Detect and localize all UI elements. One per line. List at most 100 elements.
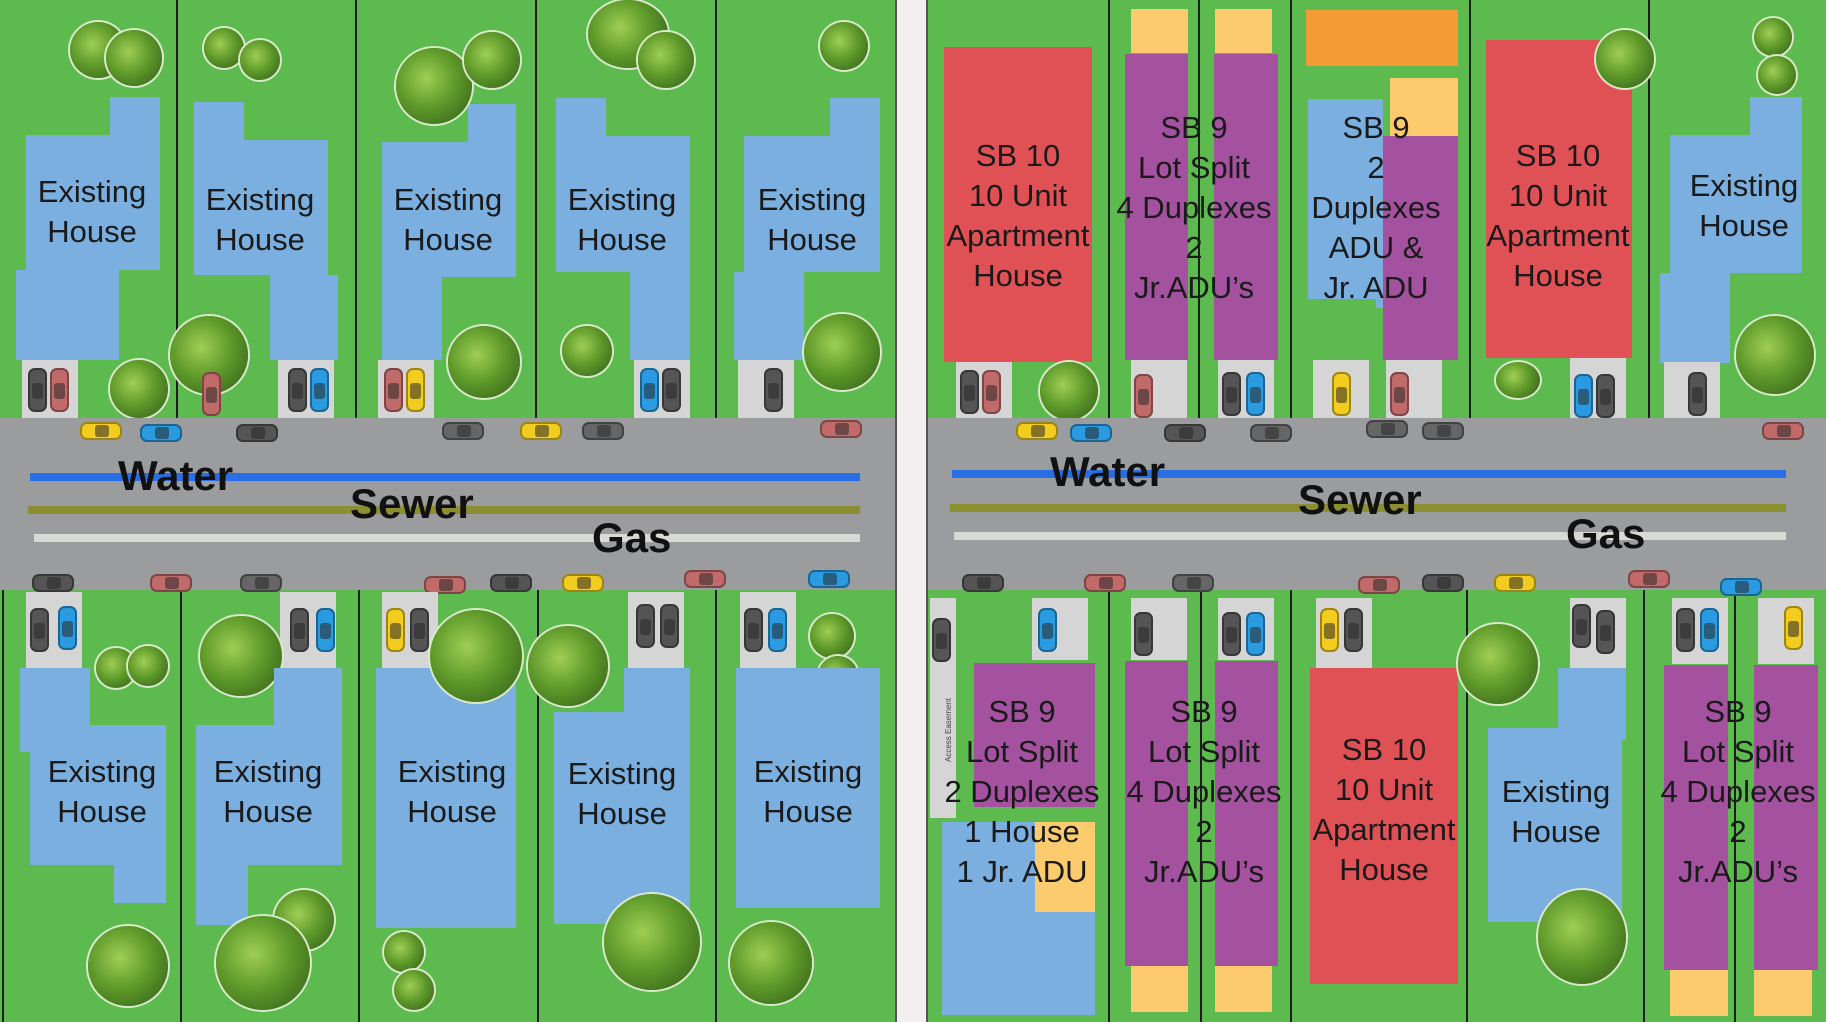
house-shape: [196, 725, 342, 865]
car-icon: [28, 368, 47, 412]
car-icon: [1784, 606, 1803, 650]
adu-shape: [1035, 822, 1095, 912]
tree-icon: [430, 610, 522, 702]
car-icon: [520, 422, 562, 440]
house-shape: [468, 104, 516, 144]
tree-icon: [528, 626, 608, 706]
house-shape: [556, 136, 690, 272]
car-icon: [1084, 574, 1126, 592]
house-shape: [736, 668, 880, 908]
tree-icon: [396, 48, 472, 124]
house-shape: [1660, 273, 1730, 363]
car-icon: [290, 608, 309, 652]
house-shape: [194, 102, 244, 142]
apartment-shape: [944, 47, 1092, 362]
tree-icon: [110, 360, 168, 418]
car-icon: [1574, 374, 1593, 418]
gas-label: Gas: [1566, 510, 1646, 557]
car-icon: [30, 608, 49, 652]
car-icon: [1250, 424, 1292, 442]
gas-label: Gas: [592, 514, 672, 561]
adu-shape: [1670, 970, 1728, 1016]
lot-line: [1734, 590, 1736, 1022]
lot-line: [358, 590, 360, 1022]
car-icon: [1332, 372, 1351, 416]
car-icon: [1688, 372, 1707, 416]
car-icon: [410, 608, 429, 652]
car-icon: [1358, 576, 1400, 594]
car-icon: [1762, 422, 1804, 440]
car-icon: [1494, 574, 1536, 592]
tree-icon: [1496, 362, 1540, 398]
lot-line: [1290, 590, 1292, 1022]
car-icon: [764, 368, 783, 412]
car-icon: [386, 608, 405, 652]
car-icon: [962, 574, 1004, 592]
car-icon: [1422, 422, 1464, 440]
car-icon: [236, 424, 278, 442]
lot-line: [1200, 590, 1202, 1022]
car-icon: [1038, 608, 1057, 652]
car-icon: [932, 618, 951, 662]
house-shape: [1750, 97, 1802, 137]
water-line: [30, 473, 860, 481]
car-icon: [424, 576, 466, 594]
house-shape: [196, 865, 248, 925]
car-icon: [1246, 372, 1265, 416]
car-icon: [384, 368, 403, 412]
house-shape: [376, 668, 516, 928]
car-icon: [1134, 374, 1153, 418]
car-icon: [1344, 608, 1363, 652]
house-shape: [744, 136, 880, 272]
lot-line: [1469, 0, 1471, 418]
lot-line: [535, 0, 537, 418]
water-label: Water: [118, 452, 234, 499]
tree-icon: [810, 614, 854, 658]
tree-icon: [1040, 362, 1098, 420]
car-icon: [1222, 612, 1241, 656]
house-shape: [830, 98, 880, 138]
car-icon: [140, 424, 182, 442]
car-icon: [640, 368, 659, 412]
car-icon: [310, 368, 329, 412]
lot-line: [355, 0, 357, 418]
tree-icon: [204, 28, 244, 68]
house-shape: [270, 275, 338, 360]
duplex-shape: [1215, 661, 1278, 966]
tree-icon: [604, 894, 700, 990]
car-icon: [1720, 578, 1762, 596]
car-icon: [1676, 608, 1695, 652]
car-icon: [406, 368, 425, 412]
car-icon: [636, 604, 655, 648]
house-shape: [734, 272, 804, 360]
lot-line: [2, 590, 4, 1022]
adu-shape: [1754, 970, 1812, 1016]
car-icon: [660, 604, 679, 648]
duplex-shape: [1754, 665, 1818, 970]
lot-line: [537, 590, 539, 1022]
tree-icon: [638, 32, 694, 88]
duplex-shape: [1214, 54, 1278, 360]
house-shape: [382, 277, 442, 360]
apartment-shape: [1486, 40, 1632, 358]
tree-icon: [88, 926, 168, 1006]
lot-line: [176, 0, 178, 418]
car-icon: [442, 422, 484, 440]
tree-icon: [1596, 30, 1654, 88]
car-icon: [744, 608, 763, 652]
tree-icon: [1458, 624, 1538, 704]
sewer-label: Sewer: [350, 480, 474, 527]
house-shape: [30, 725, 166, 865]
gas-line: [954, 532, 1786, 540]
car-icon: [582, 422, 624, 440]
gas-line: [34, 534, 860, 542]
